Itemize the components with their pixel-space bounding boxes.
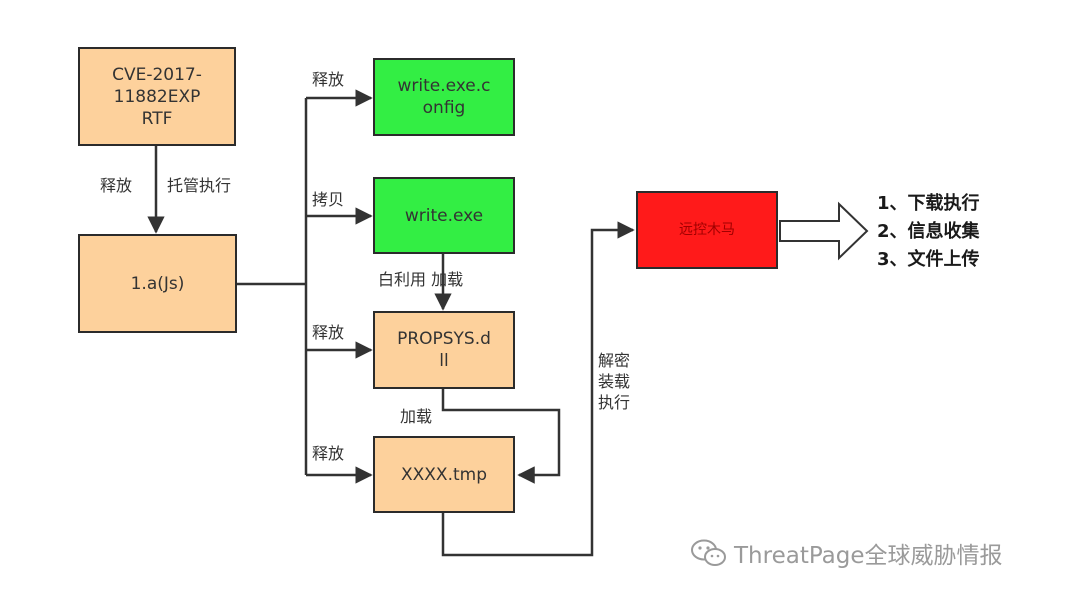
label-release: 释放 <box>100 176 133 196</box>
wechat-icon <box>691 539 726 566</box>
arrow-propsys-to-xxxx <box>441 389 561 484</box>
arrow-xxxx-to-trojan <box>441 221 635 557</box>
label-decrypt-load-exec: 解密 装载 执行 <box>598 351 631 412</box>
capability-item: 2、信息收集 <box>877 221 980 242</box>
trojan-box: 远控木马 <box>636 191 778 269</box>
capability-item: 1、下载执行 <box>877 193 980 214</box>
cve-rtf-box: CVE-2017- 11882EXP RTF <box>78 47 236 146</box>
write-config-box: write.exe.c onfig <box>373 58 515 136</box>
watermark-text: ThreatPage全球威胁情报 <box>734 543 1003 569</box>
write-exe-box: write.exe <box>373 177 515 254</box>
label-whitelist-load: 白利用 加载 <box>378 270 464 289</box>
label-release-propsys: 释放 <box>312 323 345 343</box>
watermark: ThreatPage全球威胁情报 <box>690 536 1003 570</box>
capability-list: 1、下载执行 2、信息收集 3、文件上传 <box>877 190 980 274</box>
label-release-tmp: 释放 <box>312 444 345 464</box>
hollow-arrow <box>779 201 869 261</box>
propsys-box: PROPSYS.d ll <box>373 311 515 389</box>
xxxx-tmp-box: XXXX.tmp <box>373 436 515 513</box>
label-hosted-exec: 托管执行 <box>167 176 232 196</box>
label-load: 加载 <box>400 407 433 427</box>
capability-item: 3、文件上传 <box>877 249 980 270</box>
js-loader-box: 1.a(Js) <box>78 234 237 333</box>
label-copy: 拷贝 <box>312 190 345 210</box>
label-release-config: 释放 <box>312 70 345 90</box>
